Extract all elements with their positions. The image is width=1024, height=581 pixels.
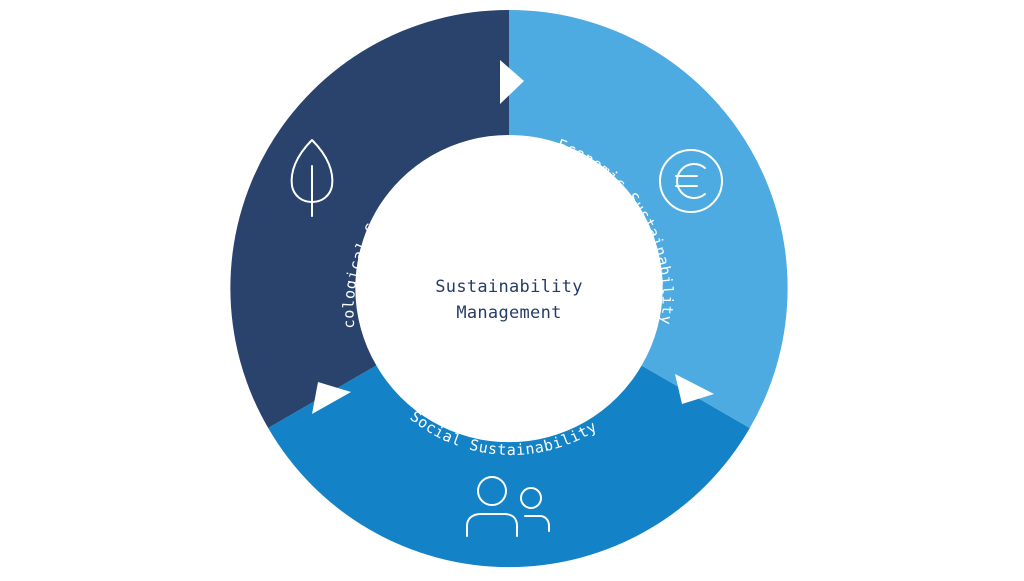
people-icon — [466, 476, 550, 537]
segment-social — [268, 365, 750, 568]
segment-ecological — [230, 9, 509, 428]
center-title-line1: Sustainability — [435, 277, 583, 297]
leaf-icon — [290, 139, 334, 217]
arrow-top — [500, 60, 524, 104]
arrow-left — [312, 382, 351, 414]
center-title-line2: Management — [456, 303, 561, 323]
segment-economic — [509, 9, 788, 428]
center-circle — [364, 143, 654, 433]
arrow-right — [675, 374, 714, 404]
euro-icon — [659, 149, 723, 213]
